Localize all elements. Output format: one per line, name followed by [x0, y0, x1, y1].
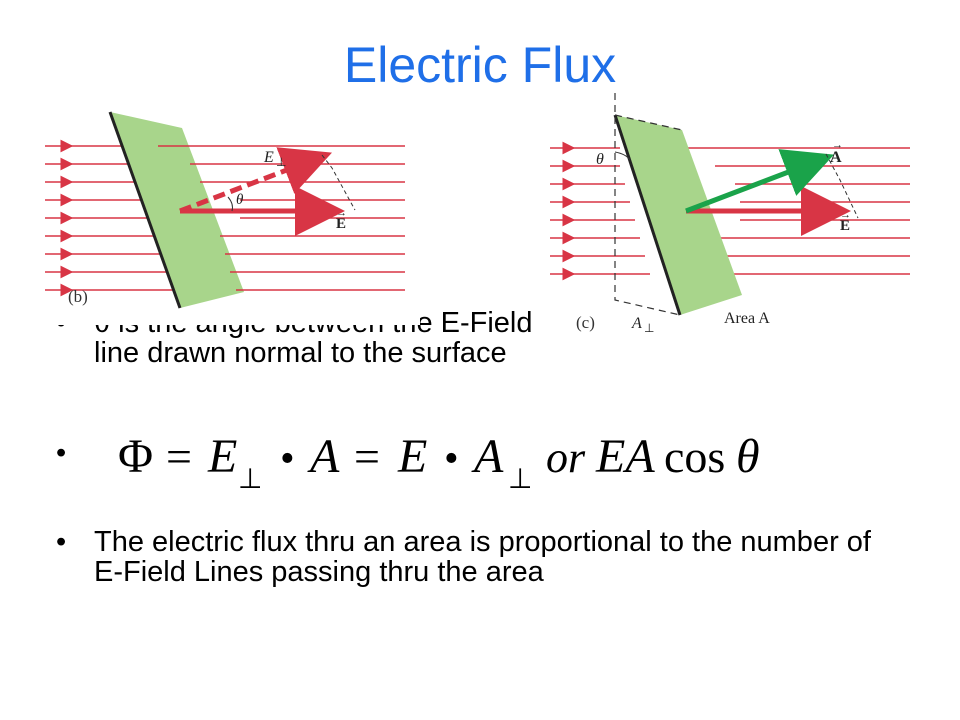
bullet-text: The electric flux thru an area is propor…: [94, 526, 871, 588]
eq-theta: θ: [736, 430, 760, 483]
e-label-c: E: [840, 218, 850, 234]
vector-arrow: →: [336, 207, 347, 219]
projected-area-outline: [614, 93, 681, 316]
bullet-dot: •: [56, 526, 67, 558]
area-vector: [685, 149, 835, 214]
eq-cos: cos: [664, 431, 725, 482]
projection-guide: [321, 154, 356, 211]
eq-or: or: [546, 433, 586, 482]
tilted-plate: [110, 112, 244, 308]
eq-dot-1: •: [280, 436, 295, 482]
a-perp-label: A: [631, 315, 642, 332]
slide-title: Electric Flux: [343, 37, 617, 93]
perp-subscript: ⊥: [276, 155, 286, 169]
flux-equation: Φ = E ⊥ • A = E • A ⊥ or EA cos θ: [118, 430, 760, 495]
area-label: Area A: [724, 310, 770, 327]
figure-c-area-vector: θ A → E → (c) A ⊥ Area A: [540, 90, 920, 345]
eq-perp-sub-2: ⊥: [508, 464, 532, 495]
figure-b-tilted-plate: E ⊥ θ E → (b): [40, 100, 420, 325]
eq-e-perp: E: [207, 430, 237, 483]
theta-label-c: θ: [596, 151, 604, 168]
eq-a-perp: A: [471, 430, 504, 483]
e-perp-label: E: [263, 149, 274, 166]
panel-label-b: (b): [68, 287, 88, 306]
eq-equals-1: =: [166, 431, 192, 482]
plate-edge: [108, 111, 182, 309]
eq-ea: EA: [595, 430, 655, 483]
vector-arrow-e: →: [840, 209, 851, 221]
plate-c: [615, 115, 742, 315]
area-vector-label: A: [830, 149, 842, 166]
eq-a: A: [307, 430, 340, 483]
eq-e: E: [397, 430, 427, 483]
perp-subscript-c: ⊥: [644, 321, 654, 335]
bullet-text: θ is the angle between the E-Field and a…: [94, 307, 614, 369]
plate-edge-c: [613, 114, 682, 316]
e-perp-vector: [179, 147, 333, 214]
panel-label-c: (c): [576, 313, 595, 332]
eq-dot-2: •: [444, 436, 459, 482]
bullet-dot: •: [56, 437, 67, 469]
eq-phi: Φ: [118, 430, 153, 483]
eq-equals-2: =: [354, 431, 380, 482]
vector-arrow-a: →: [832, 139, 843, 151]
theta-label: θ: [236, 192, 244, 208]
e-label: E: [336, 216, 346, 232]
eq-perp-sub-1: ⊥: [238, 464, 262, 495]
